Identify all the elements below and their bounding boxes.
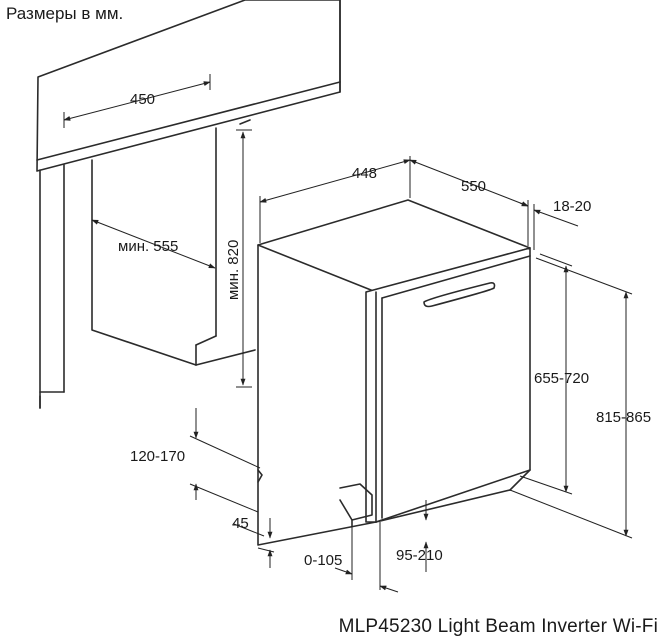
door-handle [423,282,496,308]
door-panel [365,247,531,523]
label-door-bottom-gap: 95-210 [396,547,443,564]
dim-plinth-setback [334,522,399,593]
cabinet-side-wall [39,164,65,409]
units-note: Размеры в мм. [6,4,124,23]
label-plinth-gap: 45 [232,515,249,532]
dim-door-panel-height [519,253,573,495]
model-caption: MLP45230 Light Beam Inverter Wi-Fi [338,616,658,637]
dim-total-height [509,257,633,539]
dim-niche-depth [91,219,216,269]
label-niche-height: мин. 820 [225,240,242,300]
label-niche-depth: мин. 555 [118,238,178,255]
label-total-height: 815-865 [596,409,651,426]
label-door-offset: 448 [352,165,377,182]
label-body-depth: 550 [461,178,486,195]
label-plinth-height: 120-170 [130,448,185,465]
label-panel-thickness: 18-20 [553,198,591,215]
dim-panel-thickness [519,200,579,250]
dim-niche-width [63,74,211,128]
plinth-kick [257,469,373,527]
label-niche-width: 450 [130,91,155,108]
dim-niche-height [236,129,252,388]
niche-back-wall [91,119,256,366]
countertop [36,0,341,172]
dim-plinth-height [189,408,261,513]
dim-body-depth [409,159,529,207]
dim-plinth-gap [233,518,275,568]
label-plinth-setback: 0-105 [304,552,342,569]
label-door-panel-height: 655-720 [534,370,589,387]
